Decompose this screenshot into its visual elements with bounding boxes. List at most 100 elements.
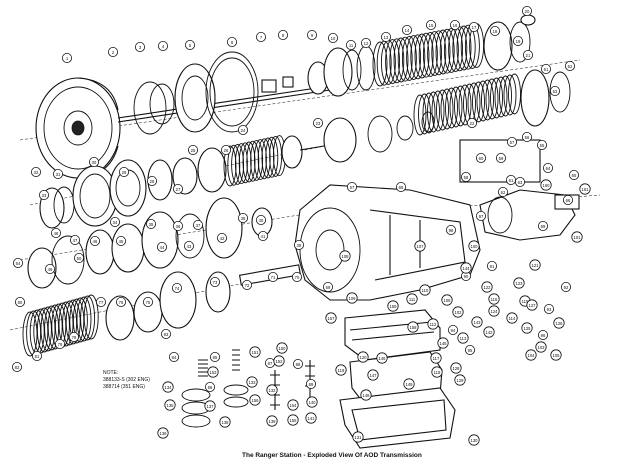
callout-bubble bbox=[266, 415, 278, 427]
callout-number: 75 bbox=[146, 300, 151, 305]
callout-bubble bbox=[430, 352, 442, 364]
callout-number: 8 bbox=[282, 33, 285, 38]
callout-129: 129 bbox=[454, 374, 466, 386]
callout-121: 121 bbox=[529, 259, 541, 271]
callout-number: 67 bbox=[350, 185, 355, 190]
callout-number: 73 bbox=[213, 280, 218, 285]
callout-number: 37 bbox=[196, 223, 201, 228]
callout-bubble bbox=[237, 125, 248, 136]
callout-bubble bbox=[209, 351, 220, 362]
callout-bubble bbox=[89, 156, 100, 167]
callout-bubble bbox=[90, 235, 101, 246]
callout-bubble bbox=[414, 240, 426, 252]
callout-bubble bbox=[565, 61, 576, 72]
callout-45: 45 bbox=[116, 235, 127, 246]
callout-number: 96 bbox=[541, 333, 546, 338]
callout-number: 27 bbox=[176, 187, 181, 192]
callout-138: 138 bbox=[219, 416, 231, 428]
callout-bubble bbox=[171, 282, 182, 293]
callout-bubble bbox=[51, 227, 62, 238]
callout-number: 32 bbox=[34, 170, 39, 175]
callout-158: 158 bbox=[407, 321, 419, 333]
callout-bubble bbox=[255, 214, 266, 225]
callout-bubble bbox=[70, 234, 81, 245]
callout-bubble bbox=[255, 32, 266, 43]
callout-149: 149 bbox=[403, 378, 415, 390]
callout-52: 52 bbox=[565, 61, 576, 72]
callout-59: 59 bbox=[495, 152, 506, 163]
callout-3: 3 bbox=[134, 42, 145, 53]
callout-112: 112 bbox=[427, 318, 439, 330]
callout-76: 76 bbox=[116, 296, 127, 307]
callout-71: 71 bbox=[267, 271, 278, 282]
callout-bubble bbox=[69, 331, 80, 342]
callout-bubble bbox=[160, 328, 171, 339]
clutch-plate bbox=[372, 41, 388, 87]
callout-124: 124 bbox=[488, 305, 500, 317]
callout-bubble bbox=[339, 250, 351, 262]
callout-148: 148 bbox=[360, 389, 372, 401]
callout-122: 122 bbox=[481, 281, 493, 293]
callout-bubble bbox=[513, 277, 525, 289]
callout-number: 59 bbox=[499, 156, 504, 161]
callout-110: 110 bbox=[419, 284, 431, 296]
callout-153: 153 bbox=[207, 366, 219, 378]
callout-number: 150 bbox=[279, 346, 287, 351]
callout-111: 111 bbox=[406, 293, 418, 305]
clutch-plate bbox=[443, 27, 459, 73]
callout-number: 68 bbox=[399, 185, 404, 190]
callout-number: 110 bbox=[422, 288, 429, 293]
callout-bubble bbox=[192, 219, 203, 230]
clutch-plate bbox=[472, 81, 485, 123]
callout-bubble bbox=[395, 181, 406, 192]
clutch-plate bbox=[401, 35, 417, 81]
callout-number: 3 bbox=[139, 45, 142, 50]
callout-number: 44 bbox=[160, 245, 165, 250]
callout-bubble bbox=[287, 414, 299, 426]
callout-bubble bbox=[45, 263, 56, 274]
callout-119: 119 bbox=[335, 364, 347, 376]
callout-43: 43 bbox=[183, 240, 194, 251]
callout-96: 96 bbox=[538, 329, 549, 340]
callout-number: 114 bbox=[509, 316, 516, 321]
callout-number: 39 bbox=[297, 243, 302, 248]
callout-98: 98 bbox=[445, 224, 456, 235]
callout-number: 86 bbox=[208, 385, 213, 390]
callout-number: 28 bbox=[150, 179, 155, 184]
callout-32: 32 bbox=[30, 166, 41, 177]
clutch-plate bbox=[238, 142, 252, 184]
clutch-plate bbox=[436, 89, 449, 131]
callout-147: 147 bbox=[367, 369, 379, 381]
clutch-plate bbox=[452, 26, 468, 72]
callout-number: 13 bbox=[384, 35, 389, 40]
callout-number: 152 bbox=[276, 359, 284, 364]
callout-44: 44 bbox=[156, 241, 167, 252]
callout-bubble bbox=[184, 40, 195, 51]
callout-151: 151 bbox=[249, 346, 261, 358]
callout-number: 2 bbox=[112, 50, 115, 55]
callout-number: 99 bbox=[541, 224, 546, 229]
callout-number: 158 bbox=[410, 325, 418, 330]
callout-number: 81 bbox=[35, 354, 40, 359]
callout-bubble bbox=[39, 189, 50, 200]
callout-bubble bbox=[352, 431, 364, 443]
callout-133: 133 bbox=[246, 376, 258, 388]
callout-number: 101 bbox=[574, 235, 582, 240]
callout-bubble bbox=[209, 276, 220, 287]
callout-number: 144 bbox=[463, 266, 471, 271]
callout-48: 48 bbox=[51, 227, 62, 238]
callout-bubble bbox=[32, 350, 43, 361]
callout-89: 89 bbox=[305, 378, 316, 389]
clutch-plate bbox=[234, 143, 248, 185]
callout-bubble bbox=[538, 220, 549, 231]
callout-bubble bbox=[156, 241, 167, 252]
clutch-plate bbox=[422, 31, 438, 77]
callout-number: 113 bbox=[460, 336, 467, 341]
callout-15: 15 bbox=[425, 19, 436, 30]
callout-54: 54 bbox=[12, 257, 23, 268]
clutch-plate bbox=[440, 88, 454, 130]
callout-number: 97 bbox=[479, 214, 484, 219]
callout-number: 116 bbox=[491, 297, 498, 302]
callout-number: 49 bbox=[48, 267, 53, 272]
callout-120: 120 bbox=[357, 351, 369, 363]
